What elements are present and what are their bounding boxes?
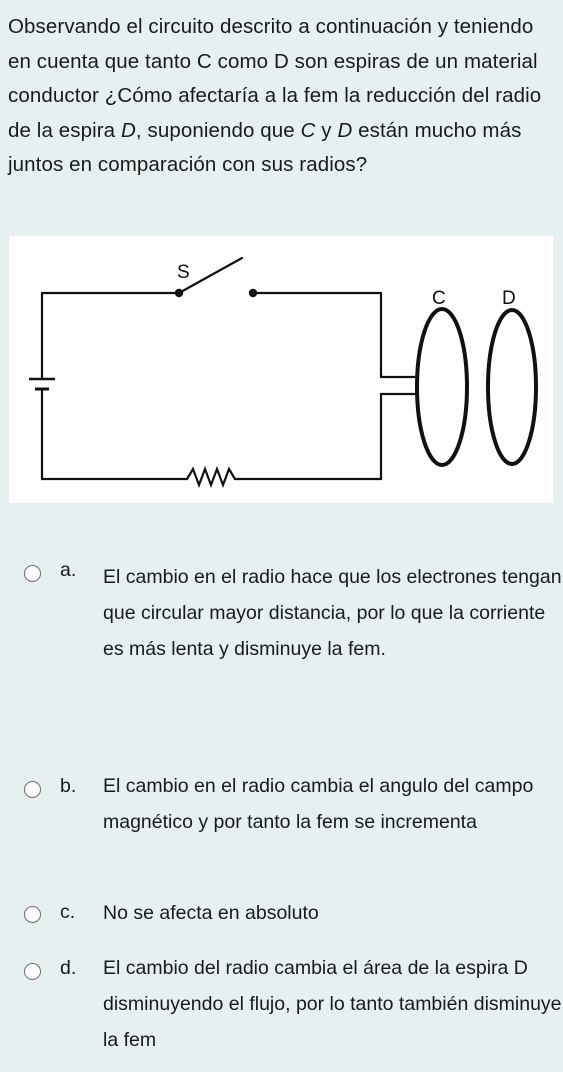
option-c-radio[interactable]: [24, 906, 41, 923]
option-a-radio[interactable]: [24, 565, 41, 582]
question-text-part: y: [315, 118, 338, 142]
circuit-diagram: S C D: [29, 256, 538, 489]
question-text-part: están mucho más juntos en comparación co…: [8, 118, 522, 177]
option-b-text: El cambio en el radio cambia el angulo d…: [103, 775, 534, 833]
option-b-radio[interactable]: [24, 781, 41, 798]
option-d-letter: d.: [60, 957, 77, 979]
resistor: [185, 465, 237, 489]
option-d-text: El cambio del radio cambia el área de la…: [103, 957, 562, 1051]
switch-contact-left: [174, 288, 184, 298]
question-loop-c-ref: C: [300, 118, 316, 142]
switch-label: S: [177, 262, 190, 283]
circuit-figure: S C D: [9, 236, 553, 503]
option-c-letter: c.: [60, 901, 76, 923]
option-d-radio[interactable]: [24, 963, 41, 980]
option-c-text: No se afecta en absoluto: [103, 902, 319, 924]
question-loop-d-ref: D: [120, 118, 136, 142]
option-a-letter: a.: [60, 559, 77, 581]
option-a-text: El cambio en el radio hace que los elect…: [103, 566, 562, 660]
switch-blade: [177, 256, 244, 295]
loop-d: [486, 308, 538, 466]
question-loop-d-ref: D: [337, 118, 353, 142]
switch-contact-right: [248, 288, 258, 298]
question-text-part: Observando el circuito descrito a contin…: [8, 15, 542, 142]
option-b-letter: b.: [60, 775, 77, 797]
question-text-part: , suponiendo que: [135, 118, 301, 142]
loop-c-label: C: [432, 288, 446, 309]
loop-d-label: D: [502, 288, 516, 309]
loop-c: [415, 307, 469, 467]
question-text: Observando el circuito descrito a contin…: [8, 10, 556, 183]
